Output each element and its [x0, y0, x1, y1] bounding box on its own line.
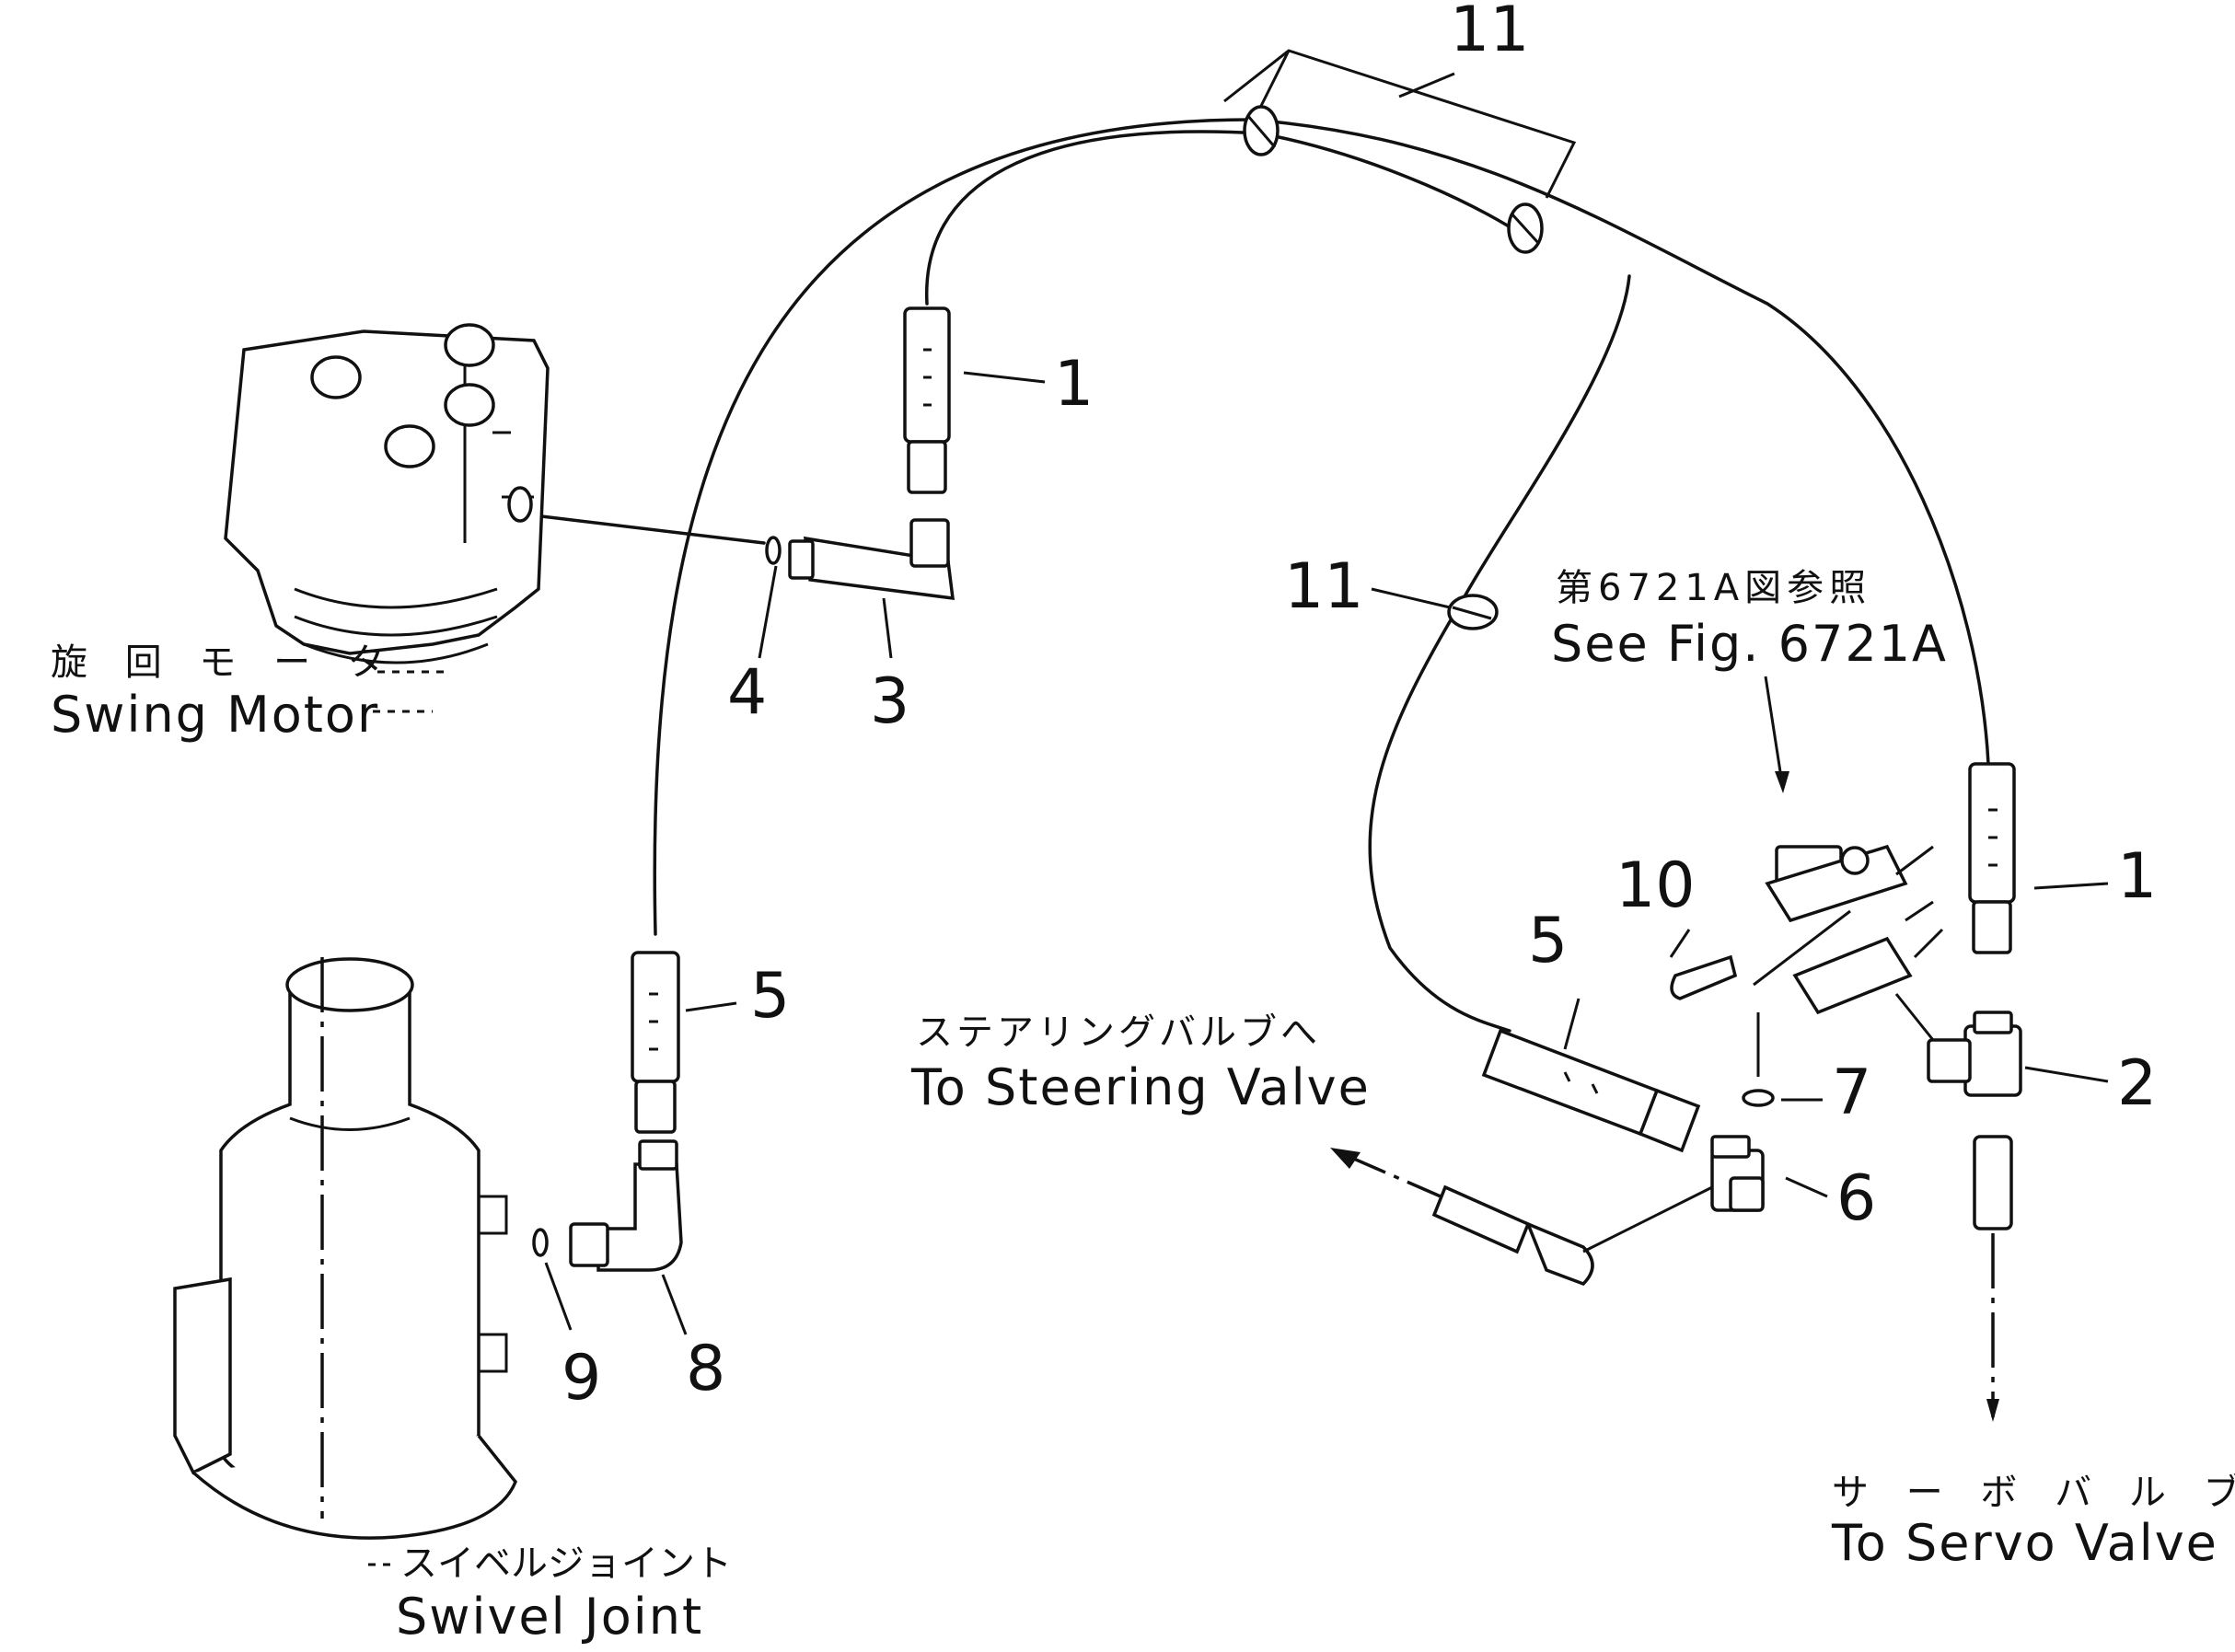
- elbow-fitting-3: [788, 518, 955, 601]
- callout-numbers: 1 1 2 3 4 5 5 6 7 8 9 10 11 11: [562, 0, 2157, 1415]
- callout-11-mid: 11: [1284, 550, 1364, 623]
- swivel-joint-jp-label: スイベルジョイント: [400, 1542, 732, 1585]
- callout-2: 2: [2117, 1047, 2157, 1120]
- callout-1-upper-left: 1: [1054, 348, 1094, 421]
- callout-10: 10: [1615, 849, 1696, 922]
- callout-4: 4: [727, 656, 767, 729]
- steering-valve-en-label: To Steering Valve: [910, 1058, 1371, 1116]
- to-servo-valve-line: [1973, 1135, 2013, 1422]
- swivel-joint-en-label: Swivel Joint: [396, 1588, 703, 1646]
- see-fig-jp-label: 第6721A図参照: [1556, 567, 1871, 609]
- hose-end-5-left: [631, 951, 680, 1134]
- swivel-joint-icon: [173, 957, 518, 1540]
- hose-end-1-left: [903, 306, 951, 494]
- clamp-icon: [1243, 105, 1280, 156]
- callout-1-right: 1: [2117, 840, 2157, 913]
- callout-7: 7: [1832, 1057, 1871, 1129]
- callout-8: 8: [686, 1333, 725, 1405]
- clamp-icon: [1507, 202, 1544, 254]
- to-steering-valve-line: [1330, 1148, 1713, 1287]
- callout-9: 9: [562, 1342, 601, 1415]
- leader-lines: [368, 49, 2109, 1566]
- o-ring-icon: [765, 536, 782, 565]
- callout-5-left: 5: [750, 960, 790, 1033]
- hose-end-1-right: [1968, 762, 2016, 954]
- o-ring-icon: [1742, 1089, 1775, 1107]
- valve-block-icon: [1753, 844, 1944, 1077]
- component-labels: 旋 回 モ ー タ Swing Motor スイベルジョイント Swivel J…: [51, 567, 2235, 1646]
- elbow-fitting-8: [569, 1139, 683, 1272]
- hose-lines: [532, 118, 1990, 1033]
- clamp-icon: [1447, 594, 1499, 630]
- see-fig-en-label: See Fig. 6721A: [1551, 615, 1948, 673]
- swing-motor-jp-label: 旋 回 モ ー タ: [51, 641, 398, 684]
- callout-5-right: 5: [1528, 905, 1568, 977]
- plug-10: [1670, 954, 1738, 1000]
- callout-11-top: 11: [1450, 0, 1530, 66]
- elbow-fitting-6: [1710, 1135, 1765, 1212]
- callout-3: 3: [870, 665, 909, 738]
- o-ring-icon: [532, 1228, 549, 1257]
- hose-end-5-right: [1481, 1028, 1701, 1153]
- servo-valve-jp-label: サ ー ボ バ ル ブ へ: [1832, 1472, 2235, 1514]
- elbow-fitting-2: [1927, 1011, 2022, 1097]
- swing-motor-en-label: Swing Motor: [51, 686, 379, 744]
- swing-motor-icon: [224, 323, 550, 664]
- servo-valve-en-label: To Servo Valve: [1831, 1514, 2218, 1572]
- steering-valve-jp-label: ステアリングバルブへ: [916, 1011, 1321, 1054]
- callout-6: 6: [1836, 1162, 1876, 1235]
